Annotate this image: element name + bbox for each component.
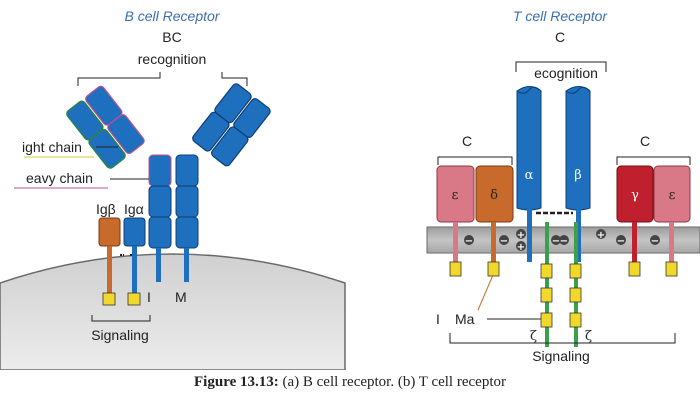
- bcr-heavy-chain-left: [148, 154, 172, 282]
- ig-alpha-domain: [123, 217, 146, 247]
- itam-epsilon-left: [449, 261, 462, 277]
- itam-epsilon-right: [665, 261, 678, 277]
- tcr-zeta-right-label: ζ: [585, 329, 592, 344]
- tcr-c-left-label: C: [462, 133, 472, 149]
- bcr-recognition-label: recognition: [138, 51, 207, 67]
- membrane-charges: − − + + − − + − −: [464, 229, 660, 253]
- ig-alpha-itam: [127, 292, 141, 306]
- bcr-ig-alpha-label: Igα: [124, 201, 144, 217]
- tcr-zeta-left-label: ζ: [530, 329, 537, 344]
- tcr-recognition-bracket: [515, 61, 607, 72]
- itam-delta: [487, 261, 500, 277]
- bcr-signaling-label: Signaling: [91, 327, 149, 343]
- tcr-ma-label: Ma: [455, 311, 475, 327]
- tcr-c-top-label: C: [555, 29, 565, 45]
- bcr-m-label: M: [175, 289, 187, 305]
- bcr-heavy-chain-label: eavy chain: [26, 170, 93, 186]
- bcr-right-arm: [192, 83, 271, 167]
- figure-caption: Figure 13.13: (a) B cell receptor. (b) T…: [0, 374, 700, 391]
- cd3-epsilon-left-label: ε: [452, 188, 459, 203]
- tcr-cd3-right-bracket: [616, 156, 691, 165]
- svg-text:+: +: [517, 242, 525, 253]
- itam-gamma: [628, 261, 641, 277]
- bcr-recognition-bracket-left: [77, 72, 161, 86]
- ig-beta-tail: [107, 246, 112, 294]
- tcr-i-label: I: [436, 311, 440, 327]
- tcr-beta-label: β: [574, 168, 582, 183]
- cd3-gamma-label: γ: [631, 188, 639, 203]
- cd3-delta-label: δ: [490, 188, 498, 203]
- receptor-diagram: B cell Receptor BC recognition: [0, 8, 700, 370]
- tcr-signaling-label: Signaling: [532, 348, 590, 364]
- svg-text:−: −: [651, 236, 659, 247]
- bcr-heavy-chain-right: [175, 154, 199, 282]
- svg-text:−: −: [617, 236, 625, 247]
- tcr-title: T cell Receptor: [513, 8, 608, 24]
- b-cell-receptor-panel: B cell Receptor BC recognition: [0, 8, 346, 370]
- bcr-signaling-bracket: [91, 315, 151, 322]
- figure-number: Figure 13.13:: [194, 374, 279, 390]
- tcr-alpha-chain: [516, 86, 542, 211]
- svg-text:−: −: [465, 236, 473, 247]
- tcr-c-right-label: C: [640, 133, 650, 149]
- ig-beta-domain: [98, 217, 121, 247]
- svg-text:+: +: [517, 230, 525, 241]
- tcr-alpha-label: α: [525, 168, 534, 183]
- ig-alpha-tail: [132, 246, 137, 294]
- zeta-itams: [540, 263, 582, 328]
- bcr-bc-label: BC: [162, 29, 181, 45]
- ig-beta-itam: [102, 292, 116, 306]
- tcr-beta-chain: [565, 86, 591, 211]
- figure-caption-text: (a) B cell receptor. (b) T cell receptor: [282, 374, 506, 390]
- svg-text:+: +: [597, 230, 605, 241]
- bcr-left-arm: [66, 85, 145, 169]
- cd3-epsilon-right-label: ε: [669, 188, 676, 203]
- bcr-title: B cell Receptor: [125, 8, 221, 24]
- bcr-recognition-bracket-right: [221, 72, 248, 86]
- tcr-signaling-bracket: [449, 333, 676, 344]
- svg-text:−: −: [552, 236, 560, 247]
- bcr-ig-beta-label: Igβ: [96, 201, 116, 217]
- svg-text:−: −: [500, 236, 508, 247]
- svg-text:−: −: [560, 236, 568, 247]
- zeta-chain-left: [545, 222, 549, 347]
- tcr-cd3-left-bracket: [437, 156, 513, 165]
- bcr-i-label: I: [147, 289, 151, 305]
- bcr-light-chain-label: ight chain: [22, 139, 82, 155]
- tcr-recognition-label: ecognition: [534, 65, 598, 81]
- t-cell-receptor-panel: T cell Receptor C ecognition C C α β ε δ…: [426, 8, 700, 364]
- b-cell-membrane: [0, 253, 346, 370]
- zeta-chain-right: [574, 222, 578, 347]
